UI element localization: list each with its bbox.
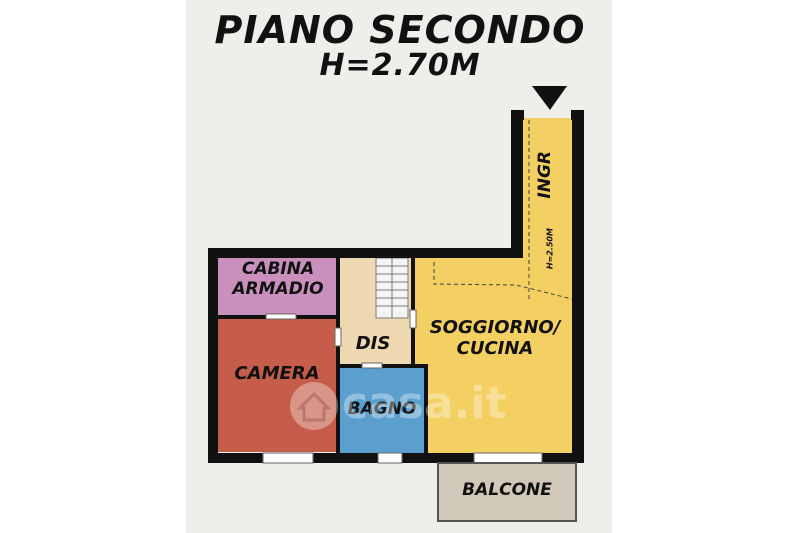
label-camera: CAMERA xyxy=(234,363,320,384)
ceiling-change-dashed-line xyxy=(433,120,577,301)
label-soggiorno-cucina: SOGGIORNO/ CUCINA xyxy=(429,317,561,359)
room-cabina-armadio xyxy=(218,258,337,315)
label-ingresso-height: H=2.50M xyxy=(545,228,555,270)
floor-plan xyxy=(186,0,612,533)
label-bagno: BAGNO xyxy=(347,399,417,419)
label-dis: DIS xyxy=(355,333,391,354)
stairs xyxy=(375,257,409,319)
plan-height: H=2.70M xyxy=(319,48,481,83)
balcony xyxy=(437,462,577,522)
house-icon xyxy=(290,382,338,430)
label-ingresso: INGR xyxy=(535,150,556,199)
floor-plan-drawing xyxy=(208,86,584,522)
watermark: casa.it xyxy=(286,378,526,438)
room-soggiorno-cucina xyxy=(415,118,572,453)
plan-title: PIANO SECONDO xyxy=(214,8,586,52)
entrance-arrow-icon xyxy=(532,86,567,110)
label-cabina-armadio: CABINA ARMADIO xyxy=(232,259,324,299)
room-bagno xyxy=(339,367,425,453)
room-camera xyxy=(218,318,336,452)
watermark-text: casa.it xyxy=(342,378,507,429)
label-balcone: BALCONE xyxy=(462,480,552,500)
